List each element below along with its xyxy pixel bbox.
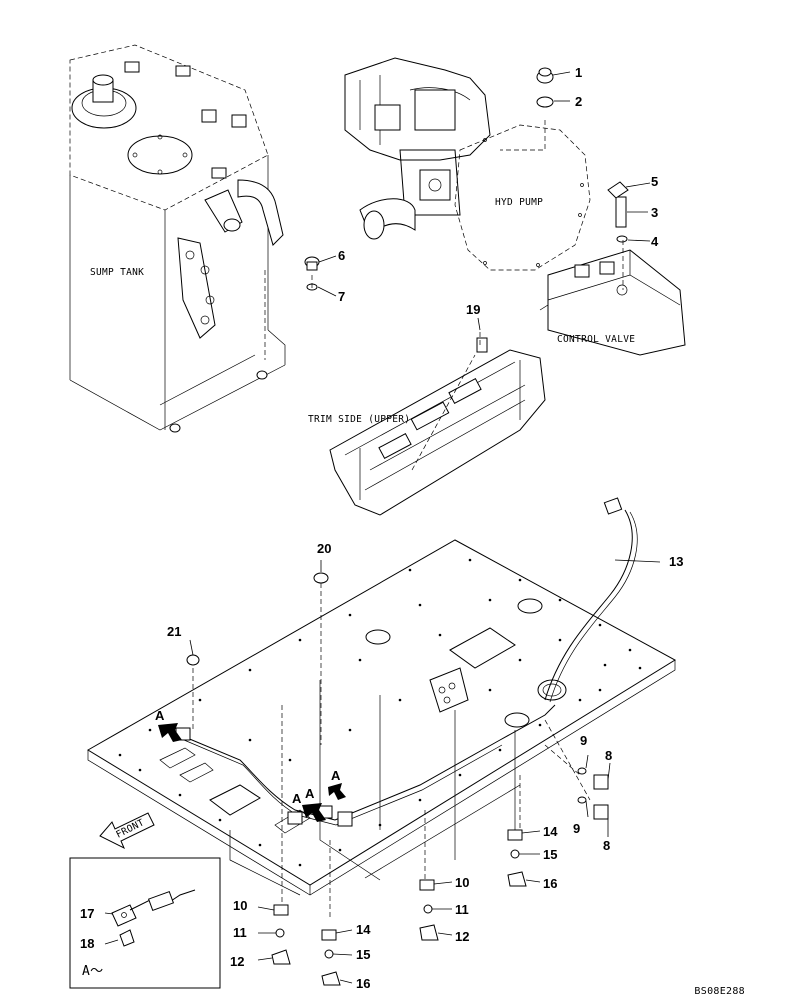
callout-6: 6 [338,248,345,263]
callout-11-left: 11 [233,925,247,940]
front-arrow: FRONT [99,812,155,850]
arrow-a-mid1: A [292,791,302,806]
callout-5: 5 [651,174,658,189]
hidden-leaders [192,120,624,920]
callout-21: 21 [167,624,181,639]
callout-20: 20 [317,541,331,556]
hyd-pump: HYD PUMP [344,57,591,271]
callout-4: 4 [651,234,659,249]
control-valve-label: CONTROL VALVE [557,334,635,345]
callout-13: 13 [669,554,683,569]
callout-12-left: 12 [230,954,244,969]
floor-plate [87,497,676,896]
trim-side-upper: TRIM SIDE (UPPER) [308,337,546,516]
callout-8-upper: 8 [605,748,612,763]
control-valve: CONTROL VALVE [539,249,686,356]
callout-14-left: 14 [356,922,371,937]
drawing-number: BS08E288 [694,986,745,997]
arrow-a-mid2: A [305,786,315,801]
small-parts [186,67,629,986]
callout-2: 2 [575,94,582,109]
callout-1: 1 [575,65,582,80]
callout-10-right: 10 [455,875,469,890]
callout-10-left: 10 [233,898,247,913]
detail-view-a: A～ [69,857,221,989]
callout-18: 18 [80,936,94,951]
callout-16-left: 16 [356,976,370,991]
callout-7: 7 [338,289,345,304]
callout-8-lower: 8 [603,838,610,853]
callout-17: 17 [80,906,94,921]
view-a-arrows: A A A A [155,708,346,822]
hyd-pump-label: HYD PUMP [495,197,543,208]
callout-19: 19 [466,302,480,317]
front-label: FRONT [114,817,146,840]
trim-side-label: TRIM SIDE (UPPER) [308,414,410,425]
callout-15-right: 15 [543,847,557,862]
arrow-a-left: A [155,708,165,723]
callout-14-right: 14 [543,824,558,839]
callout-3: 3 [651,205,658,220]
callout-12-right: 12 [455,929,469,944]
callout-15-left: 15 [356,947,370,962]
arrow-a-right: A [331,768,341,783]
callouts: 1 2 3 4 5 6 7 8 8 9 9 10 10 11 11 12 12 … [80,65,683,991]
sump-tank: SUMP TANK [69,44,286,433]
view-a-caption: A～ [82,964,103,979]
callout-leaders [189,71,661,984]
callout-11-right: 11 [455,902,469,917]
sump-tank-label: SUMP TANK [90,267,144,278]
callout-16-right: 16 [543,876,557,891]
callout-9-upper: 9 [580,733,587,748]
callout-9-lower: 9 [573,821,580,836]
